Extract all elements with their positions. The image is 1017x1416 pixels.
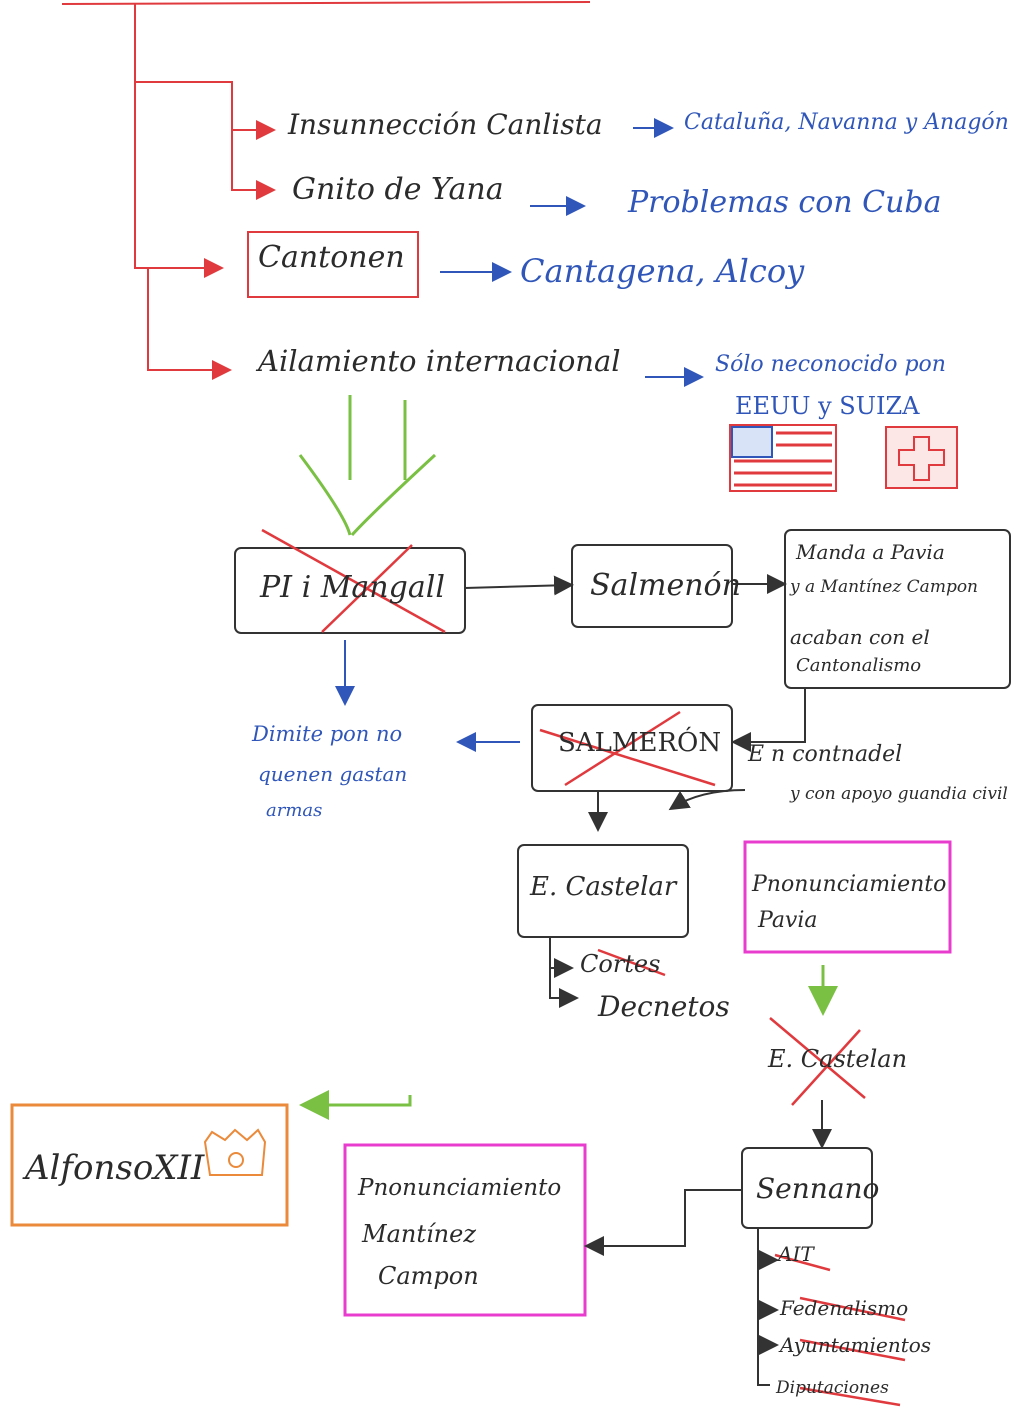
branch-note-3: Cantagena, Alcoy: [520, 252, 805, 290]
dimite-text-3: armas: [266, 800, 323, 821]
branch-note-1: Cataluña, Navanna y Anagón: [684, 110, 1009, 135]
branch-label-3: Cantonen: [258, 240, 405, 275]
pavia-note-1: Manda a Pavia: [796, 540, 945, 564]
serrano-list-4: Diputaciones: [776, 1378, 889, 1398]
alfonso-node: AlfonsoXII: [25, 1148, 205, 1188]
dimite-text-2: quenen gastan: [258, 762, 408, 786]
red-tree: [61, 1, 591, 380]
crown-icon: [203, 1128, 267, 1176]
alfonso-box: [10, 1103, 289, 1227]
castelar-node-2: E. Castelan: [768, 1045, 908, 1073]
castelar-node-1: E. Castelar: [530, 872, 677, 902]
salmeron-node-1: Salmenón: [590, 568, 741, 603]
pronunciamiento-mc-3: Campon: [378, 1262, 479, 1290]
pavia-box: [743, 840, 952, 954]
pronunciamiento-mc-1: Pnonunciamiento: [358, 1175, 562, 1201]
branch-note-2: Problemas con Cuba: [628, 185, 942, 220]
branch-label-2: Gnito de Yana: [292, 172, 504, 207]
cortes-item: Cortes: [580, 950, 661, 978]
serrano-list-2: Fedenalismo: [780, 1296, 909, 1320]
cantones-box: [247, 231, 419, 298]
branch-label-4: Ailamiento internacional: [258, 344, 621, 378]
pronunciamiento-pavia-2: Pavia: [758, 908, 818, 933]
pavia-note-4: Cantonalismo: [796, 655, 922, 676]
serrano-node: Sennano: [756, 1172, 880, 1205]
branch-note-5: EEUU y SUIZA: [735, 392, 920, 420]
decretos-item: Decnetos: [598, 990, 730, 1023]
branch-note-4: Sólo neconocido pon: [715, 352, 946, 377]
contra-text-2: y con apoyo guandia civil: [790, 784, 1008, 804]
usa-flag-icon: [729, 424, 837, 492]
contra-text-1: E n contnadel: [748, 742, 903, 767]
swiss-flag-icon: [885, 426, 958, 489]
serrano-list-3: Ayuntamientos: [780, 1333, 932, 1357]
pi-margall-node: PI i Mangall: [260, 570, 445, 605]
salmeron-node-2: SALMERÓN: [558, 728, 722, 758]
serrano-list-1: AIT: [778, 1242, 814, 1266]
pavia-note-2: y a Mantínez Campon: [790, 577, 979, 597]
mc-box: [343, 1143, 587, 1317]
branch-label-1: Insunnección Canlista: [288, 108, 603, 141]
pronunciamiento-pavia-1: Pnonunciamiento: [752, 872, 947, 897]
dimite-text-1: Dimite pon no: [252, 722, 403, 746]
pronunciamiento-mc-2: Mantínez: [362, 1220, 476, 1248]
pavia-note-3: acaban con el: [790, 625, 930, 649]
